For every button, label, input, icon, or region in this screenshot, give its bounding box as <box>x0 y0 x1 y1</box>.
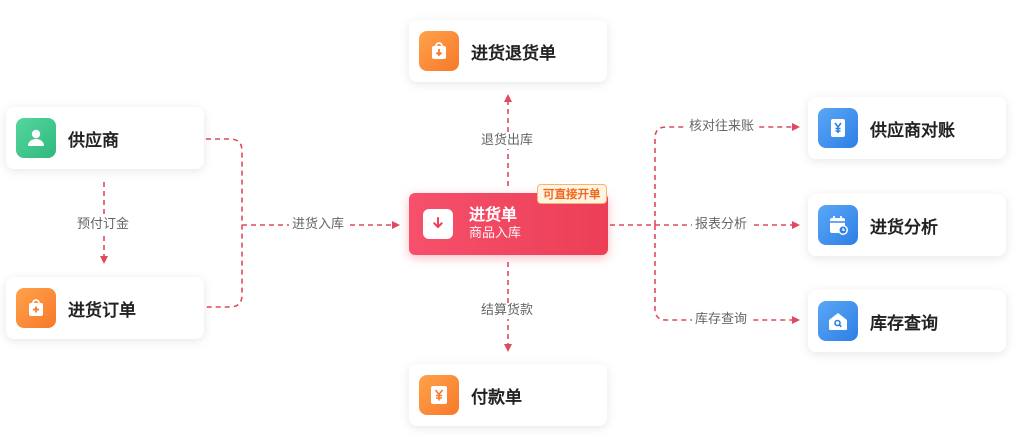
yen-doc-icon <box>818 108 858 148</box>
yen-icon <box>419 375 459 415</box>
node-purchase-return-label: 进货退货单 <box>471 43 556 64</box>
edge-bracket <box>206 138 243 308</box>
node-purchase-analysis[interactable]: 进货分析 <box>808 194 1006 256</box>
edge-label-stock: 库存查询 <box>692 312 751 328</box>
node-supplier[interactable]: 供应商 <box>6 107 204 169</box>
house-search-icon <box>818 301 858 341</box>
bag-arrow-icon <box>419 31 459 71</box>
node-purchase-order[interactable]: 进货订单 <box>6 277 204 339</box>
node-inventory-query-label: 库存查询 <box>870 313 938 334</box>
node-purchase-return[interactable]: 进货退货单 <box>409 20 607 82</box>
edge-label-inbound: 进货入库 <box>289 217 348 233</box>
node-purchase-receipt[interactable]: 进货单 商品入库 <box>409 193 608 255</box>
edge-label-reconcile: 核对往来账 <box>686 119 758 135</box>
node-inventory-query[interactable]: 库存查询 <box>808 290 1006 352</box>
edge-label-report: 报表分析 <box>692 217 751 233</box>
node-purchase-analysis-label: 进货分析 <box>870 217 938 238</box>
main-node-subtitle: 商品入库 <box>469 226 522 241</box>
node-supplier-reconcile[interactable]: 供应商对账 <box>808 97 1006 159</box>
node-supplier-reconcile-label: 供应商对账 <box>870 120 955 141</box>
node-payment-label: 付款单 <box>471 387 522 408</box>
edge-label-settle: 结算货款 <box>478 303 537 319</box>
edge-label-return: 退货出库 <box>478 133 537 149</box>
direct-open-badge: 可直接开单 <box>537 184 607 204</box>
edge-label-prepay: 预付订金 <box>74 217 133 233</box>
bag-plus-icon <box>16 288 56 328</box>
edge-reconcile <box>654 123 800 225</box>
main-node-title: 进货单 <box>469 205 518 224</box>
calendar-chart-icon <box>818 205 858 245</box>
node-supplier-label: 供应商 <box>68 130 119 151</box>
node-purchase-order-label: 进货订单 <box>68 300 136 321</box>
download-arrow-icon <box>423 209 453 239</box>
person-icon <box>16 118 56 158</box>
node-payment[interactable]: 付款单 <box>409 364 607 426</box>
edge-stock <box>654 225 800 324</box>
